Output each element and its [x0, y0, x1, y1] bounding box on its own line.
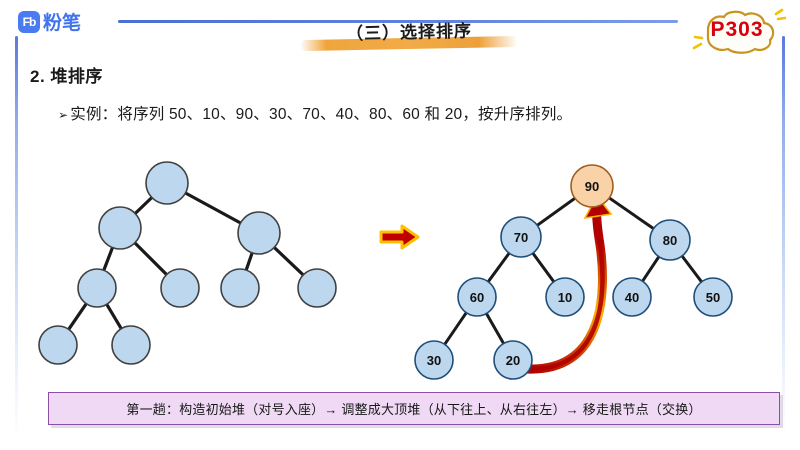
tree-heapified: 90 70 80 60 10 40 50 30 20 [414, 164, 733, 380]
tree-edges [443, 196, 704, 346]
tree-edge [272, 245, 305, 277]
tree-node-label: 40 [625, 290, 639, 305]
tree-node-label: 80 [663, 233, 677, 248]
tree-node-label: 70 [514, 230, 528, 245]
tree-node [545, 277, 585, 317]
tree-node-label: 30 [427, 353, 441, 368]
brand-name: 粉笔 [43, 13, 82, 34]
tree-node [414, 340, 454, 380]
tree-node [237, 211, 281, 255]
tree-node [500, 216, 542, 258]
tree-edge [484, 311, 506, 346]
tree-edge [443, 311, 468, 346]
step-caption-text: 第一趟：构造初始堆（对号入座）→ 调整成大顶堆（从下往上、从右往左）→ 移走根节… [126, 402, 702, 417]
tree-edge [531, 251, 556, 284]
section-heading: 2. 堆排序 [30, 67, 103, 86]
tree-node [612, 277, 652, 317]
tree-node [457, 277, 497, 317]
page-badge: P303 [688, 6, 786, 54]
tree-node-label: 50 [706, 290, 720, 305]
bullet-marker-icon: ➢ [58, 108, 69, 122]
header-rule [118, 20, 678, 23]
tree-node-label: 20 [506, 353, 520, 368]
tree-initial-svg [38, 161, 337, 365]
tree-node-label: 90 [585, 179, 599, 194]
tree-node [160, 268, 200, 308]
bullet-text: 实例：将序列 50、10、90、30、70、40、80、60 和 20，按升序排… [70, 106, 573, 123]
tree-edge [641, 255, 661, 283]
tree-nodes: 90 70 80 60 10 40 50 30 20 [414, 164, 733, 380]
tree-node [297, 268, 337, 308]
tree-nodes [38, 161, 337, 365]
tree-node [693, 277, 733, 317]
tree-node [111, 325, 151, 365]
tree-edge [535, 196, 577, 227]
tree-edge [67, 302, 88, 331]
tree-edge [133, 195, 154, 216]
tree-node [570, 164, 614, 208]
tree-edge [102, 246, 115, 272]
bullet-line: ➢实例：将序列 50、10、90、30、70、40、80、60 和 20，按升序… [58, 102, 572, 124]
tree-edges [67, 191, 305, 331]
tree-node [145, 161, 189, 205]
tree-node [38, 325, 78, 365]
swap-curved-arrow-icon [522, 194, 613, 374]
tree-node-label: 60 [470, 290, 484, 305]
tree-edge [680, 254, 704, 284]
tree-node [77, 268, 117, 308]
tree-node [220, 268, 260, 308]
left-accent-rail [15, 36, 18, 440]
tree-edge [486, 251, 511, 284]
red-right-arrow-icon [379, 224, 420, 250]
tree-initial [0, 0, 380, 400]
tree-edge [133, 241, 169, 277]
brand-mark-icon: Fb [18, 10, 40, 33]
tree-node [649, 219, 691, 261]
tree-edge [244, 251, 254, 272]
tree-edge [183, 191, 243, 225]
tree-edge [607, 196, 656, 231]
tree-node-label: 10 [558, 290, 572, 305]
tree-node [98, 206, 142, 250]
page-badge-label: P303 [710, 18, 764, 41]
tree-heapified-svg: 90 70 80 60 10 40 50 30 20 [414, 164, 733, 380]
tree-edge [105, 302, 123, 331]
right-accent-rail [782, 36, 785, 440]
brand-logo: Fb 粉笔 [18, 8, 81, 35]
transition-arrow [378, 222, 422, 252]
tree-node [493, 340, 533, 380]
step-caption: 第一趟：构造初始堆（对号入座）→ 调整成大顶堆（从下往上、从右往左）→ 移走根节… [48, 392, 780, 425]
cloud-badge-icon [692, 8, 786, 54]
